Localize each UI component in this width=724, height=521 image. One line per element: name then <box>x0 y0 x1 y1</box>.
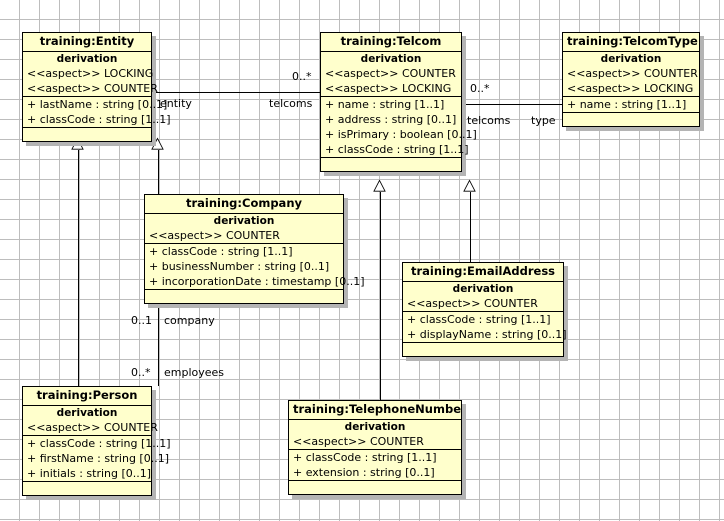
class-operations-person <box>23 482 151 495</box>
generalization-company-entity-arrow <box>151 137 164 150</box>
generalization-telephonenumber-telcom-arrow <box>373 179 386 192</box>
class-attributes-telephonenumber: + classCode : string [1..1] + extension … <box>289 450 461 481</box>
class-box-company[interactable]: training:Company derivation <<aspect>> C… <box>144 194 365 304</box>
aspect-item: <<aspect>> COUNTER <box>27 82 158 95</box>
class-stereotypes-telephonenumber: derivation <<aspect>> COUNTER <box>289 420 461 450</box>
class-title-person: training:Person <box>23 387 151 406</box>
class-box-telcomtype[interactable]: training:TelcomType derivation <<aspect>… <box>562 32 700 127</box>
attribute-item: + displayName : string [0..1] <box>407 328 567 341</box>
generalization-emailaddress-telcom-line[interactable] <box>470 192 471 262</box>
attribute-item: + firstName : string [0..1] <box>27 452 170 465</box>
class-attributes-telcomtype: + name : string [1..1] <box>563 97 699 113</box>
aspect-item: <<aspect>> COUNTER <box>407 297 538 310</box>
attribute-item: + lastName : string [0..1] <box>27 98 168 111</box>
class-operations-telcom <box>321 158 461 171</box>
label-employees-mult: 0..* <box>131 366 151 379</box>
aspect-item: <<aspect>> COUNTER <box>27 421 158 434</box>
class-stereotypes-emailaddress: derivation <<aspect>> COUNTER <box>403 282 563 312</box>
derivation-label: derivation <box>360 52 422 65</box>
class-attributes-person: + classCode : string [1..1] + firstName … <box>23 436 171 482</box>
label-entity-role: entity <box>160 97 192 110</box>
class-operations-telephonenumber <box>289 481 461 494</box>
class-title-entity: training:Entity <box>23 33 151 52</box>
aspect-item: <<aspect>> LOCKING <box>27 67 154 80</box>
aspect-item: <<aspect>> COUNTER <box>567 67 698 80</box>
class-stereotypes-person: derivation <<aspect>> COUNTER <box>23 406 158 436</box>
label-company-role: company <box>164 314 215 327</box>
label-type-role: type <box>531 114 556 127</box>
class-title-emailaddress: training:EmailAddress <box>403 263 563 282</box>
attribute-item: + initials : string [0..1] <box>27 467 152 480</box>
attribute-item: + classCode : string [1..1] <box>325 143 469 156</box>
derivation-label: derivation <box>56 406 118 419</box>
class-box-telcom[interactable]: training:Telcom derivation <<aspect>> CO… <box>320 32 477 172</box>
class-stereotypes-entity: derivation <<aspect>> LOCKING <<aspect>>… <box>23 52 158 97</box>
generalization-emailaddress-telcom-arrow <box>463 179 476 192</box>
aspect-item: <<aspect>> COUNTER <box>149 229 280 242</box>
generalization-person-entity-line[interactable] <box>78 150 79 386</box>
association-entity-telcom-line[interactable] <box>152 92 320 93</box>
class-operations-company <box>145 290 343 303</box>
class-operations-entity <box>23 128 151 141</box>
attribute-item: + classCode : string [1..1] <box>149 245 293 258</box>
attribute-item: + businessNumber : string [0..1] <box>149 260 330 273</box>
attribute-item: + name : string [1..1] <box>325 98 445 111</box>
derivation-label: derivation <box>452 282 514 295</box>
class-title-telephonenumber: training:TelephoneNumber <box>289 401 461 420</box>
attribute-item: + classCode : string [1..1] <box>407 313 551 326</box>
class-operations-telcomtype <box>563 113 699 126</box>
label-telcoms-mult-left: 0..* <box>292 70 312 83</box>
aspect-item: <<aspect>> LOCKING <box>325 82 452 95</box>
class-box-entity[interactable]: training:Entity derivation <<aspect>> LO… <box>22 32 171 142</box>
class-attributes-entity: + lastName : string [0..1] + classCode :… <box>23 97 171 128</box>
derivation-label: derivation <box>344 420 406 433</box>
association-telcom-telcomtype-line[interactable] <box>462 104 562 105</box>
label-telcoms-mult-right: 0..* <box>470 82 490 95</box>
label-telcoms-role-left: telcoms <box>269 97 313 110</box>
class-stereotypes-company: derivation <<aspect>> COUNTER <box>145 214 343 244</box>
class-stereotypes-telcomtype: derivation <<aspect>> COUNTER <<aspect>>… <box>563 52 699 97</box>
derivation-label: derivation <box>213 214 275 227</box>
attribute-item: + incorporationDate : timestamp [0..1] <box>149 275 365 288</box>
aspect-item: <<aspect>> COUNTER <box>325 67 456 80</box>
class-box-person[interactable]: training:Person derivation <<aspect>> CO… <box>22 386 171 496</box>
class-title-telcomtype: training:TelcomType <box>563 33 699 52</box>
class-title-company: training:Company <box>145 195 343 214</box>
class-attributes-company: + classCode : string [1..1] + businessNu… <box>145 244 365 290</box>
label-company-mult: 0..1 <box>131 314 152 327</box>
attribute-item: + extension : string [0..1] <box>293 466 435 479</box>
derivation-label: derivation <box>600 52 662 65</box>
label-telcoms-role-right: telcoms <box>467 114 511 127</box>
aspect-item: <<aspect>> LOCKING <box>567 82 694 95</box>
derivation-label: derivation <box>56 52 118 65</box>
class-stereotypes-telcom: derivation <<aspect>> COUNTER <<aspect>>… <box>321 52 461 97</box>
class-attributes-telcom: + name : string [1..1] + address : strin… <box>321 97 477 158</box>
generalization-person-entity-arrow <box>71 137 84 150</box>
class-box-telephonenumber[interactable]: training:TelephoneNumber derivation <<as… <box>288 400 462 495</box>
attribute-item: + classCode : string [1..1] <box>293 451 437 464</box>
attribute-item: + classCode : string [1..1] <box>27 113 171 126</box>
attribute-item: + name : string [1..1] <box>567 98 687 111</box>
class-title-telcom: training:Telcom <box>321 33 461 52</box>
label-employees-role: employees <box>164 366 225 379</box>
association-company-person-line[interactable] <box>158 302 159 386</box>
aspect-item: <<aspect>> COUNTER <box>293 435 424 448</box>
attribute-item: + classCode : string [1..1] <box>27 437 171 450</box>
class-box-emailaddress[interactable]: training:EmailAddress derivation <<aspec… <box>402 262 567 357</box>
generalization-telephonenumber-telcom-line[interactable] <box>380 192 381 400</box>
generalization-company-entity-line[interactable] <box>158 150 159 194</box>
attribute-item: + address : string [0..1] <box>325 113 457 126</box>
class-attributes-emailaddress: + classCode : string [1..1] + displayNam… <box>403 312 567 343</box>
class-operations-emailaddress <box>403 343 563 356</box>
attribute-item: + isPrimary : boolean [0..1] <box>325 128 477 141</box>
